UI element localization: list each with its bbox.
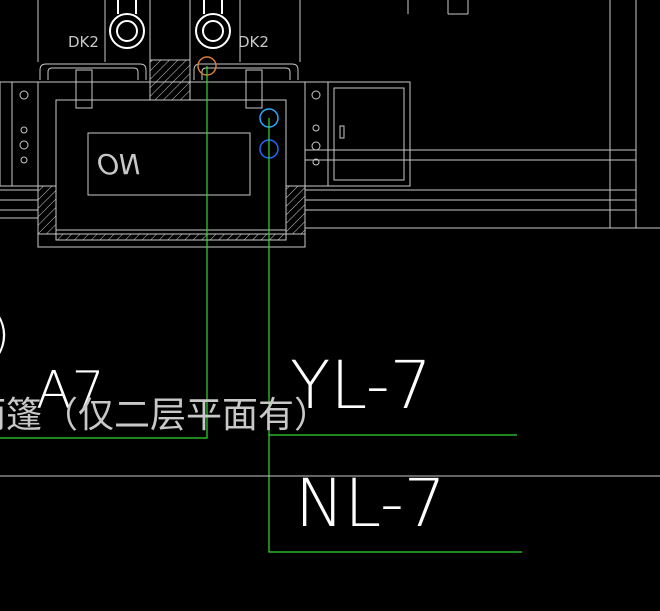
leader-lines [0,66,522,553]
label-a7: A7 [36,361,105,421]
tag-dk2-left: DK2 [68,33,99,51]
duct-lines-top [37,0,301,62]
floor-lines-left [0,189,38,219]
label-nl-7: NL-7 [295,465,446,542]
cabinet-right [304,81,411,187]
hatched-column-top [149,59,191,101]
label-yl-7: YL-7 [290,347,432,424]
pipe-ring-caps [117,0,223,14]
hatched-floor [55,233,287,241]
pipe-ring-right [195,13,231,49]
mirrored-label: NO [97,148,140,181]
hatched-wall-right [285,185,306,235]
label-note: 雨篷（仅二层平面有） [0,395,330,436]
tag-dk2-right: DK2 [238,33,269,51]
cabinet-left [0,81,39,187]
paren-label: ) [0,307,10,361]
fixture-brackets [39,63,299,109]
hatched-wall-left [37,185,57,235]
pipe-ring-left [109,13,145,49]
floor-lines-right [305,149,660,229]
